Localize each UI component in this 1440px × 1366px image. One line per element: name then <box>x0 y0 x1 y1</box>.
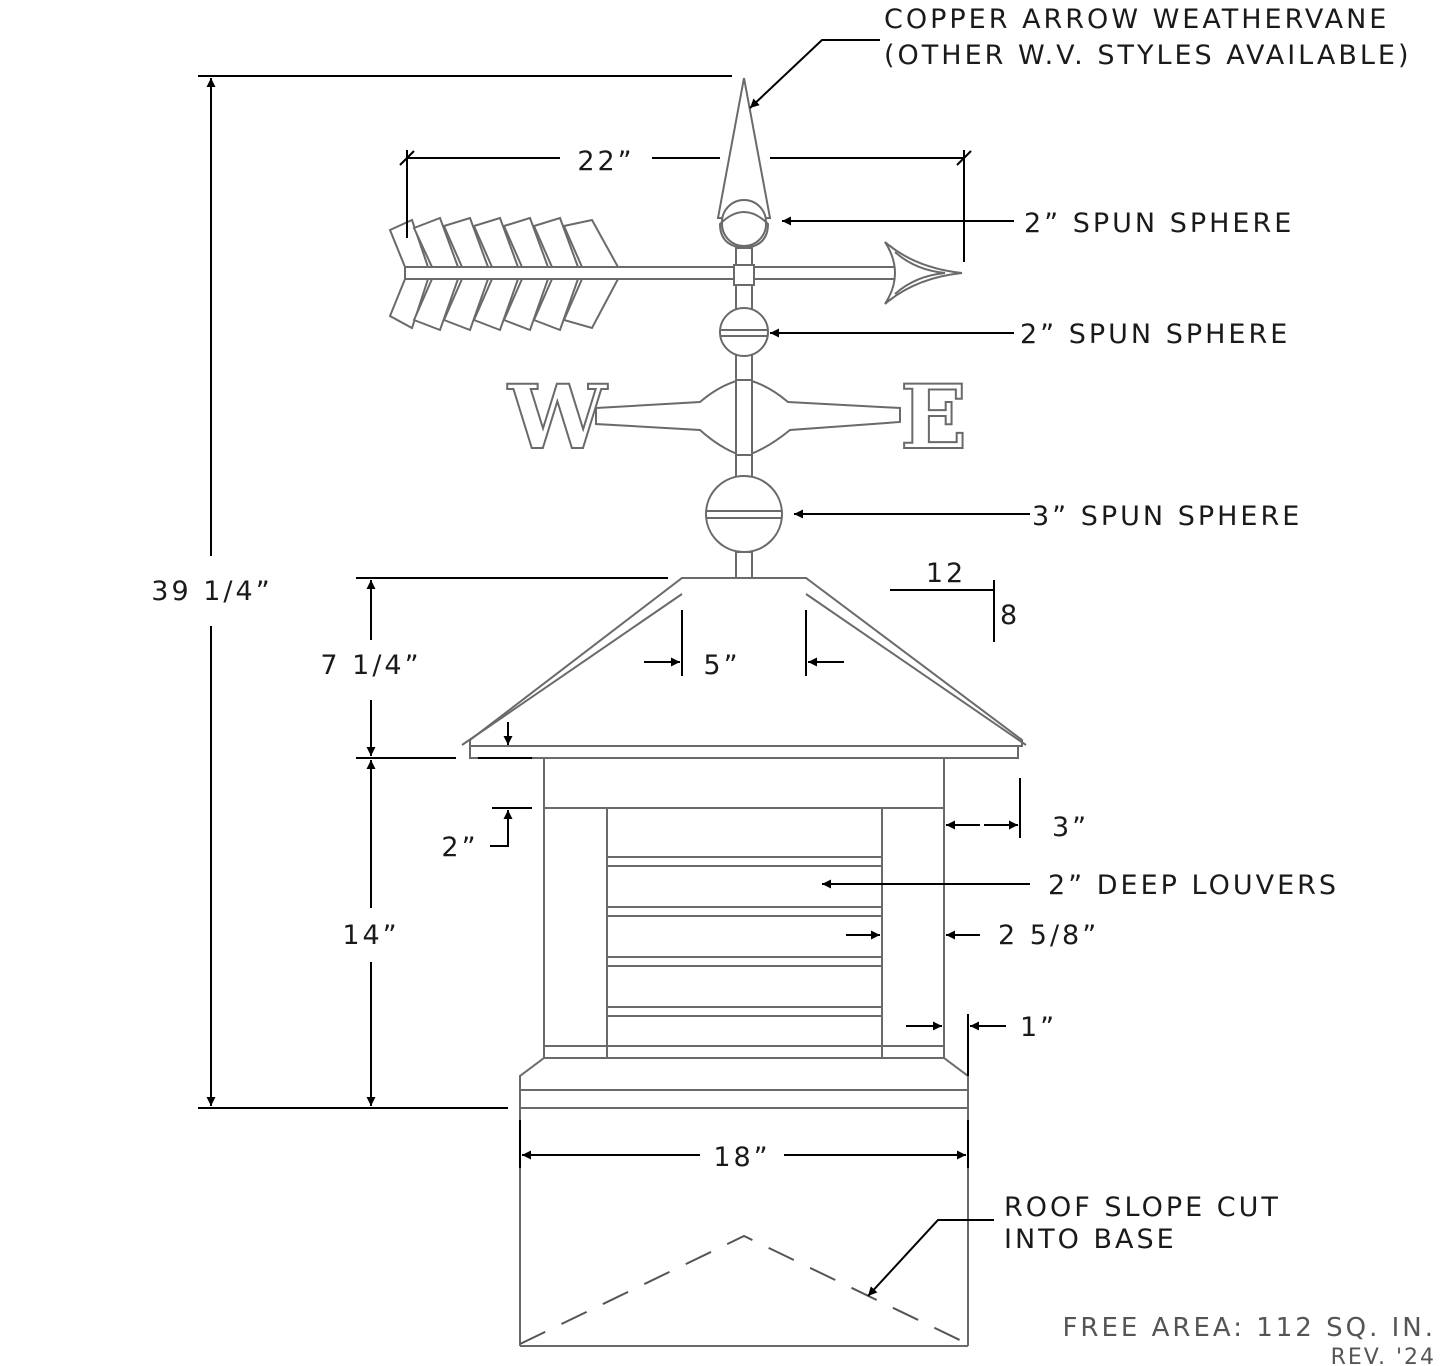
label-roof-height: 7 1/4” <box>320 650 421 681</box>
cupola-roof <box>461 577 1027 759</box>
arrow-hub <box>733 264 755 286</box>
roof-face <box>469 577 1023 747</box>
label-base-offset: 1” <box>1020 1012 1057 1043</box>
label-corner-board: 3” <box>1052 812 1089 843</box>
label-pitch-run: 12 <box>926 558 966 589</box>
callout-louvers: 2” DEEP LOUVERS <box>1048 870 1339 901</box>
callout-weathervane-line1: COPPER ARROW WEATHERVANE <box>884 4 1389 35</box>
label-body-height: 14” <box>342 920 399 951</box>
roof-slope-cut <box>519 1234 969 1345</box>
top-sphere <box>721 199 767 247</box>
cupola-body <box>519 757 969 1091</box>
label-pitch-rise: 8 <box>1000 600 1020 631</box>
callout-sphere-top: 2” SPUN SPHERE <box>1024 208 1294 239</box>
callout-weathervane-line2: (OTHER W.V. STYLES AVAILABLE) <box>884 40 1411 71</box>
callout-roof-slope-line2: INTO BASE <box>1004 1224 1177 1255</box>
cupola-base <box>519 1089 969 1347</box>
roof-fascia <box>469 745 1019 759</box>
footer-free-area: FREE AREA: 112 SQ. IN. <box>1062 1313 1436 1343</box>
arrow-feathers <box>388 216 620 332</box>
label-louver-inset: 2 5/8” <box>998 920 1099 951</box>
callout-roof-slope-line1: ROOF SLOPE CUT <box>1004 1192 1281 1223</box>
callout-sphere-bottom: 3” SPUN SPHERE <box>1032 501 1302 532</box>
arrow-shaft <box>404 266 896 280</box>
weathervane: W E <box>388 77 968 579</box>
callout-sphere-mid: 2” SPUN SPHERE <box>1020 319 1290 350</box>
label-roof-top-width: 5” <box>703 650 740 681</box>
label-base-width: 18” <box>713 1142 770 1173</box>
dimension-lines <box>198 39 1030 1297</box>
body-sill <box>519 1057 969 1091</box>
base-trim <box>519 1089 969 1109</box>
middle-sphere <box>719 307 769 357</box>
label-arrow-width: 22” <box>577 146 634 177</box>
louvers <box>607 856 882 1017</box>
arrow-head <box>884 241 963 305</box>
bottom-sphere <box>705 475 783 553</box>
spire <box>716 77 772 219</box>
footer-revision: REV. '24 <box>1331 1345 1436 1366</box>
annotations: COPPER ARROW WEATHERVANE (OTHER W.V. STY… <box>151 4 1436 1366</box>
compass-west: W <box>507 365 608 469</box>
label-band: 2” <box>441 832 478 863</box>
label-overall-height: 39 1/4” <box>151 576 272 607</box>
compass-east: E <box>900 365 967 469</box>
